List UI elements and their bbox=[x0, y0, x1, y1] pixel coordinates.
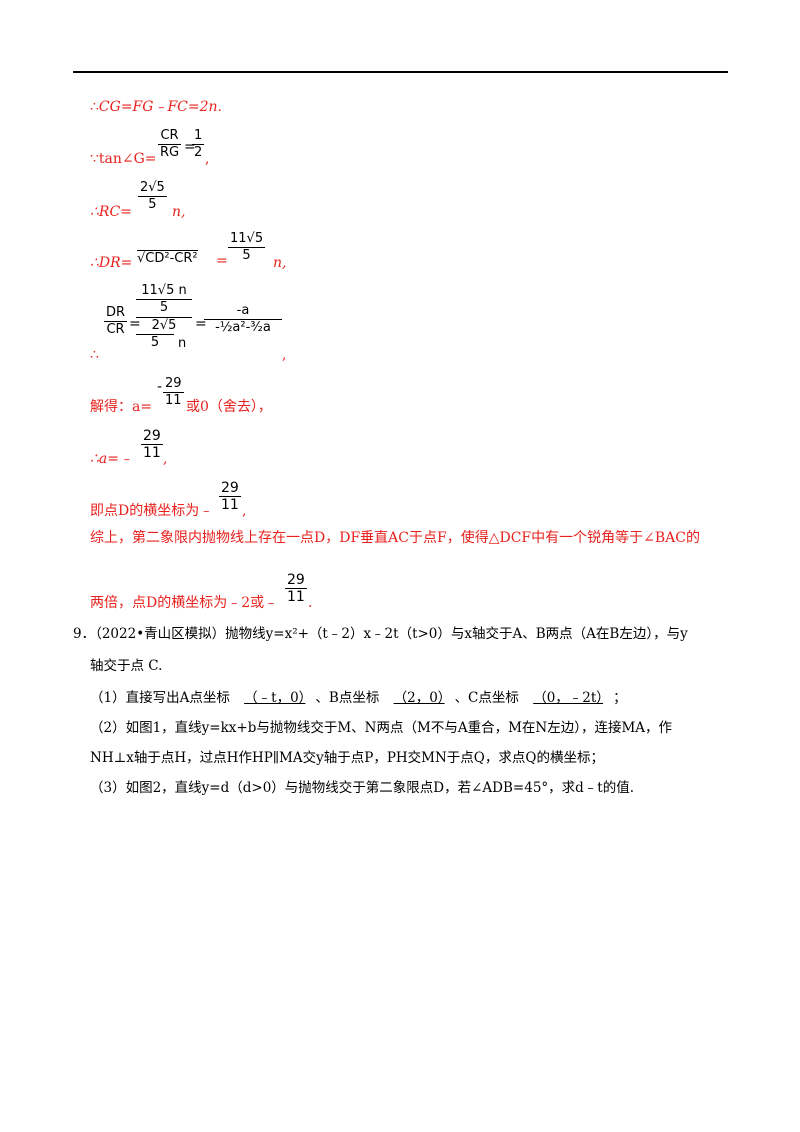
n-symbol: n bbox=[178, 336, 187, 351]
question-9-line2: 轴交于点 C. bbox=[90, 658, 163, 674]
minus-sign: - bbox=[157, 379, 163, 395]
line-d-coordinate: 即点D的横坐标为﹣ bbox=[90, 503, 214, 519]
question-9-part3: （3）如图2，直线y=d（d>0）与抛物线交于第二象限点D，若∠ADB=45°，… bbox=[90, 780, 635, 796]
header-rule bbox=[73, 71, 728, 73]
line-dr: ∴DR= bbox=[90, 255, 133, 271]
tail: 或0（舍去）， bbox=[186, 399, 272, 415]
line-summary: 综上，第二象限内抛物线上存在一点D，DF垂直AC于点F，使得△DCF中有一个锐角… bbox=[90, 530, 700, 546]
fraction-rhs: -a-½a²-³⁄₂a bbox=[204, 303, 282, 336]
tail: n, bbox=[273, 255, 287, 271]
question-9-part1: （1）直接写出A点坐标 （﹣t，0）、B点坐标 （2，0）、C点坐标 （0，﹣2… bbox=[90, 690, 627, 706]
answer-c: （0，﹣2t） bbox=[533, 690, 604, 706]
tail: . bbox=[308, 595, 313, 611]
question-9-line1: 9．（2022•青山区模拟）抛物线y=x²+（t﹣2）x﹣2t（t>0）与x轴交… bbox=[73, 626, 688, 642]
tail: , bbox=[242, 503, 247, 519]
line-solve: 解得：a= bbox=[90, 399, 153, 415]
line-tan: ∵tan∠G= bbox=[90, 151, 157, 167]
answer-b: （2，0） bbox=[393, 690, 445, 706]
tail: , bbox=[163, 451, 168, 467]
line-cg: ∴CG=FG﹣FC=2n. bbox=[90, 99, 222, 115]
tail: , bbox=[205, 151, 210, 167]
eq-sign: = bbox=[195, 316, 207, 332]
answer-a: （﹣t，0） bbox=[244, 690, 306, 706]
compound-fraction: 11√5 n 5 2√5 5 bbox=[136, 283, 192, 351]
sqrt-expression: √CD²-CR² bbox=[137, 250, 198, 266]
line-ratio: ∴ bbox=[90, 347, 99, 363]
question-9-part2-line2: NH⊥x轴于点H，过点H作HP∥MA交y轴于点P，PH交MN于点Q，求点Q的横坐… bbox=[90, 750, 604, 766]
tail: n, bbox=[172, 204, 186, 220]
question-9-part2-line1: （2）如图1，直线y=kx+b与抛物线交于M、N两点（M不与A重合，M在N左边）… bbox=[90, 720, 673, 736]
eq-sign: = bbox=[184, 139, 196, 155]
eq-sign: = bbox=[129, 316, 141, 332]
line-rc: ∴RC= bbox=[90, 204, 132, 220]
eq-sign: = bbox=[216, 253, 228, 269]
tail: , bbox=[282, 347, 287, 363]
line-conclusion: 两倍，点D的横坐标为﹣2或﹣ bbox=[90, 595, 279, 611]
line-a-value: ∴a=﹣ bbox=[90, 451, 133, 467]
